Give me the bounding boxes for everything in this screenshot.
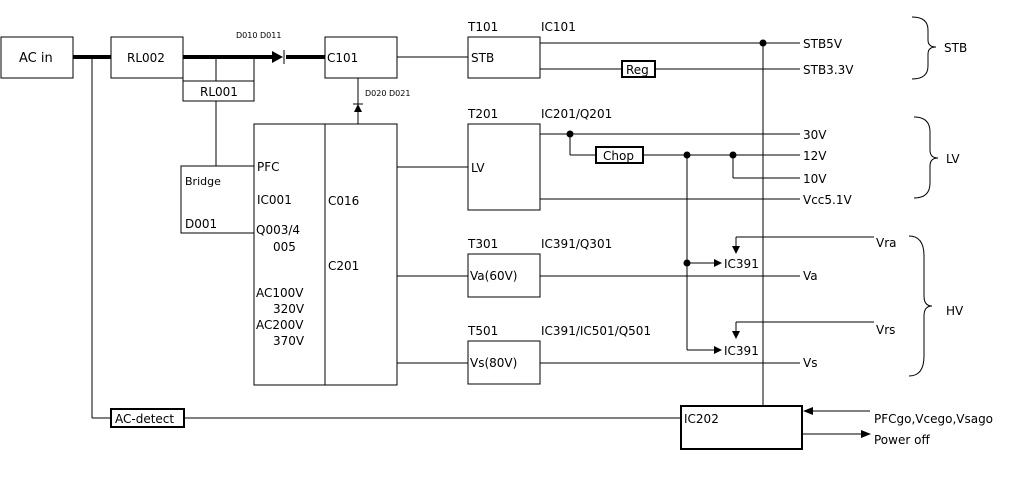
arrow-ic391-2-in: [714, 346, 722, 354]
v320-label: 320V: [273, 302, 305, 316]
reg-label: Reg: [626, 63, 649, 77]
v30-label: 30V: [803, 128, 827, 142]
stb-box-label: STB: [471, 51, 494, 65]
v10-label: 10V: [803, 172, 827, 186]
brace-lv: [913, 116, 939, 199]
ic391-2-label: IC391: [724, 344, 759, 358]
ic391b-label: IC391/IC501/Q501: [541, 324, 651, 338]
arrow-power-off: [861, 430, 871, 438]
ic201-label: IC201/Q201: [541, 107, 612, 121]
v370-label: 370V: [273, 334, 305, 348]
pfcgo-label: PFCgo,Vcego,Vsago: [874, 412, 993, 426]
power-off-label: Power off: [874, 433, 930, 447]
ic391a-label: IC391/Q301: [541, 237, 612, 251]
q005-label: 005: [273, 240, 296, 254]
lv-box-label: LV: [471, 161, 485, 175]
ic202-box: [680, 405, 803, 450]
pfc-label: PFC: [257, 160, 280, 174]
vs80-label: Vs(80V): [470, 356, 517, 370]
ac100-label: AC100V: [256, 286, 304, 300]
arrow-pfcgo: [803, 407, 813, 415]
c016-label: C016: [328, 194, 359, 208]
ic101-label: IC101: [541, 20, 576, 34]
chop-label: Chop: [603, 149, 634, 163]
diodes-mid-label: D020 D021: [365, 89, 410, 98]
ic001-label: IC001: [257, 193, 292, 207]
c201-label: C201: [328, 259, 359, 273]
arrow-vrs: [732, 331, 740, 339]
stb5v-label: STB5V: [803, 37, 843, 51]
group-lv-label: LV: [946, 152, 960, 166]
t101-label: T101: [467, 20, 498, 34]
ac200-label: AC200V: [256, 318, 304, 332]
d001-label: D001: [185, 217, 217, 231]
q003-label: Q003/4: [256, 223, 300, 237]
vcc51-label: Vcc5.1V: [803, 193, 852, 207]
ac-in-label: AC in: [19, 51, 53, 66]
va-label: Va: [803, 269, 818, 283]
diode-d010-symbol: [272, 50, 285, 64]
group-hv-label: HV: [946, 304, 964, 318]
bridge-label: Bridge: [185, 175, 221, 188]
va60-label: Va(60V): [470, 269, 517, 283]
t201-label: T201: [467, 107, 498, 121]
rl001-box: [182, 80, 255, 102]
vra-label: Vra: [876, 236, 897, 250]
capacitor-box: [324, 123, 398, 386]
ic391-1-label: IC391: [724, 257, 759, 271]
arrow-vra: [732, 246, 740, 254]
brace-hv: [908, 235, 933, 377]
stb33v-label: STB3.3V: [803, 63, 854, 77]
ic202-label: IC202: [684, 412, 719, 426]
v12-label: 12V: [803, 149, 827, 163]
brace-stb: [911, 16, 937, 80]
ac-detect-label: AC-detect: [115, 412, 174, 426]
rl001-label: RL001: [200, 85, 238, 99]
rl002-label: RL002: [127, 51, 165, 65]
t301-label: T301: [467, 237, 498, 251]
vrs-label: Vrs: [876, 323, 895, 337]
group-stb-label: STB: [944, 41, 967, 55]
diodes-top-label: D010 D011: [236, 31, 281, 40]
c101-label: C101: [327, 51, 358, 65]
t501-label: T501: [467, 324, 498, 338]
vs-label: Vs: [803, 356, 817, 370]
arrow-ic391-1-in: [714, 259, 722, 267]
diode-d020-symbol: [353, 103, 363, 112]
